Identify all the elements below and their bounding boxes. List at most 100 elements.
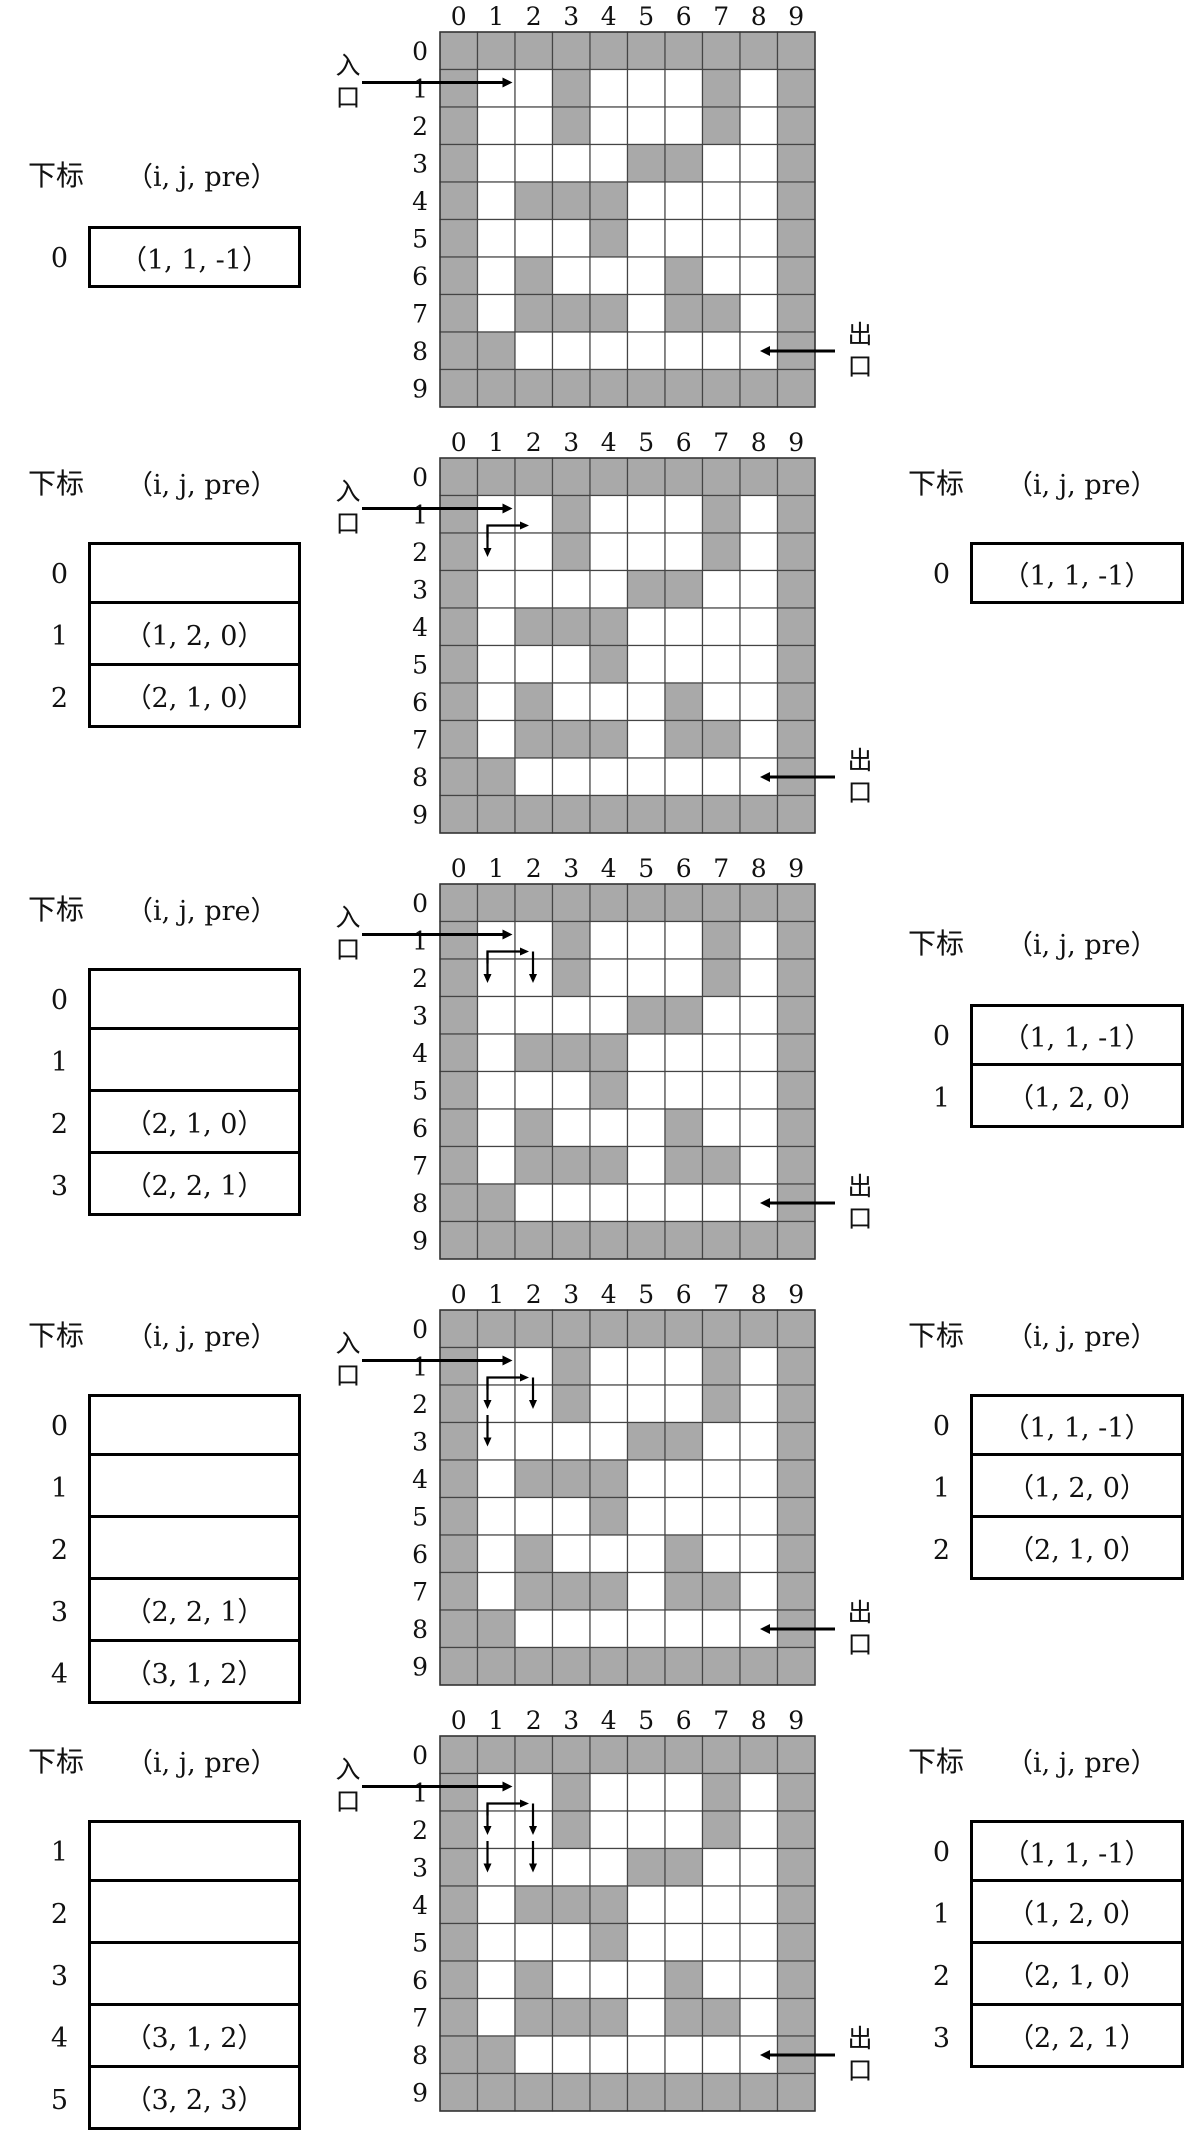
column-label: 9 — [788, 2, 804, 31]
queue-row-cell — [88, 1394, 301, 1456]
open-cell — [739, 719, 779, 759]
open-cell — [551, 2035, 591, 2075]
queue-header-tuple: （i, j, pre） — [126, 470, 278, 501]
open-cell — [739, 1922, 779, 1962]
open-cell — [589, 1108, 629, 1148]
wall-cell — [589, 1309, 629, 1349]
column-label: 8 — [751, 428, 767, 457]
path-arrow-head — [529, 974, 537, 983]
wall-cell — [626, 31, 666, 71]
wall-cell — [701, 532, 741, 572]
open-cell — [514, 532, 554, 572]
wall-cell — [701, 1346, 741, 1386]
wall-cell — [439, 1534, 479, 1574]
open-cell — [701, 143, 741, 183]
wall-cell — [439, 1772, 479, 1812]
open-cell — [739, 644, 779, 684]
wall-cell — [776, 1346, 816, 1386]
column-label: 3 — [563, 1706, 579, 1735]
column-label: 7 — [713, 1280, 729, 1309]
column-label: 7 — [713, 428, 729, 457]
wall-cell — [776, 1070, 816, 1110]
entrance-arrow-head — [502, 503, 513, 514]
queue-row-index: 1 — [50, 1473, 68, 1504]
column-label: 8 — [751, 1706, 767, 1735]
wall-cell — [476, 883, 516, 923]
open-cell — [664, 181, 704, 221]
exit-arrow-head — [760, 346, 770, 356]
open-cell — [664, 218, 704, 258]
column-label: 1 — [488, 428, 504, 457]
open-cell — [664, 1459, 704, 1499]
open-cell — [626, 1772, 666, 1812]
dequeued-header-index: 下标 — [908, 927, 965, 960]
wall-cell — [664, 143, 704, 183]
wall-cell — [514, 794, 554, 834]
dequeued-row-index: 1 — [932, 1899, 950, 1930]
open-cell — [626, 532, 666, 572]
wall-cell — [439, 143, 479, 183]
wall-cell — [776, 1534, 816, 1574]
open-cell — [476, 1960, 516, 2000]
wall-cell — [626, 2072, 666, 2112]
queue-row-cell — [88, 1820, 301, 1882]
wall-cell — [626, 995, 666, 1035]
dequeued-row-cell: （2, 2, 1） — [970, 2003, 1184, 2068]
wall-cell — [551, 181, 591, 221]
open-cell — [701, 757, 741, 797]
wall-cell — [551, 794, 591, 834]
wall-cell — [439, 1922, 479, 1962]
open-cell — [476, 218, 516, 258]
open-cell — [701, 1070, 741, 1110]
queue-row-index: 2 — [50, 1109, 68, 1140]
dequeued-row-cell: （1, 1, -1） — [970, 1004, 1184, 1066]
open-cell — [476, 958, 516, 998]
row-label: 7 — [412, 2003, 428, 2032]
wall-cell — [664, 256, 704, 296]
open-cell — [701, 1183, 741, 1223]
queue-header-tuple: （i, j, pre） — [126, 896, 278, 927]
open-cell — [476, 644, 516, 684]
wall-cell — [514, 181, 554, 221]
wall-cell — [776, 1735, 816, 1775]
row-label: 3 — [412, 1853, 428, 1882]
open-cell — [739, 68, 779, 108]
wall-cell — [439, 2072, 479, 2112]
queue-row-index: 3 — [50, 1171, 68, 1202]
wall-cell — [776, 607, 816, 647]
queue-row-index: 0 — [50, 559, 68, 590]
path-arrow-head — [520, 1799, 529, 1808]
wall-cell — [439, 331, 479, 371]
exit-arrow-head — [760, 1624, 770, 1634]
open-cell — [476, 995, 516, 1035]
row-label: 4 — [412, 187, 428, 216]
wall-cell — [776, 1496, 816, 1536]
open-cell — [589, 1609, 629, 1649]
open-cell — [739, 958, 779, 998]
wall-cell — [439, 1496, 479, 1536]
wall-cell — [514, 293, 554, 333]
open-cell — [626, 2035, 666, 2075]
wall-cell — [439, 1033, 479, 1073]
open-cell — [739, 181, 779, 221]
wall-cell — [439, 1346, 479, 1386]
open-cell — [664, 1810, 704, 1850]
dequeued-row-index: 2 — [932, 1961, 950, 1992]
wall-cell — [701, 794, 741, 834]
row-label: 5 — [412, 224, 428, 253]
open-cell — [739, 106, 779, 146]
wall-cell — [776, 1997, 816, 2037]
wall-cell — [439, 1145, 479, 1185]
column-label: 9 — [788, 428, 804, 457]
wall-cell — [776, 293, 816, 333]
open-cell — [551, 995, 591, 1035]
queue-row-index: 3 — [50, 1597, 68, 1628]
wall-cell — [664, 1220, 704, 1260]
wall-cell — [776, 2072, 816, 2112]
open-cell — [589, 995, 629, 1035]
wall-cell — [551, 1735, 591, 1775]
wall-cell — [589, 1735, 629, 1775]
open-cell — [701, 1421, 741, 1461]
